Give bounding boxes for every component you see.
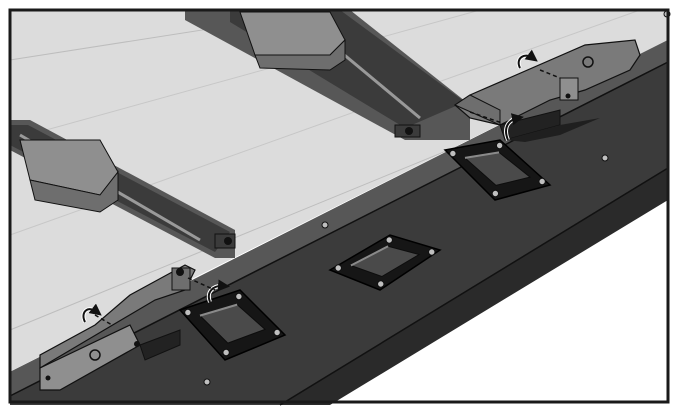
rail-screw [321, 221, 329, 229]
rail-screw [203, 378, 211, 386]
handle-screw [491, 189, 500, 198]
handle-screw [428, 248, 436, 256]
handle-screw [334, 264, 342, 272]
handle-screw [495, 141, 504, 150]
handle-screw [538, 177, 546, 186]
recessed-handle [178, 289, 287, 361]
rotate-arrow-lower-right-icon [207, 279, 230, 303]
handle-screw [273, 328, 281, 337]
frame-border [8, 8, 670, 404]
crossbar-upper [185, 10, 470, 140]
handle-screw [377, 280, 385, 288]
recessed-handle [443, 139, 552, 201]
handle-screw [222, 348, 230, 357]
handle-screw [449, 149, 457, 158]
handle-screw [184, 308, 192, 317]
handle-screw [235, 292, 243, 301]
handle-screw [385, 236, 393, 244]
rail-screw [601, 154, 609, 162]
rotate-arrow-upper-right-icon [505, 113, 524, 141]
crossbar-lower [10, 120, 236, 258]
rotate-arrow-upper-left-icon [517, 49, 538, 69]
rotate-arrow-lower-left-icon [82, 303, 102, 323]
recessed-handle [328, 234, 442, 291]
latch-upper [453, 39, 641, 142]
dashed-guides [94, 69, 561, 326]
latch-lower [39, 264, 196, 391]
